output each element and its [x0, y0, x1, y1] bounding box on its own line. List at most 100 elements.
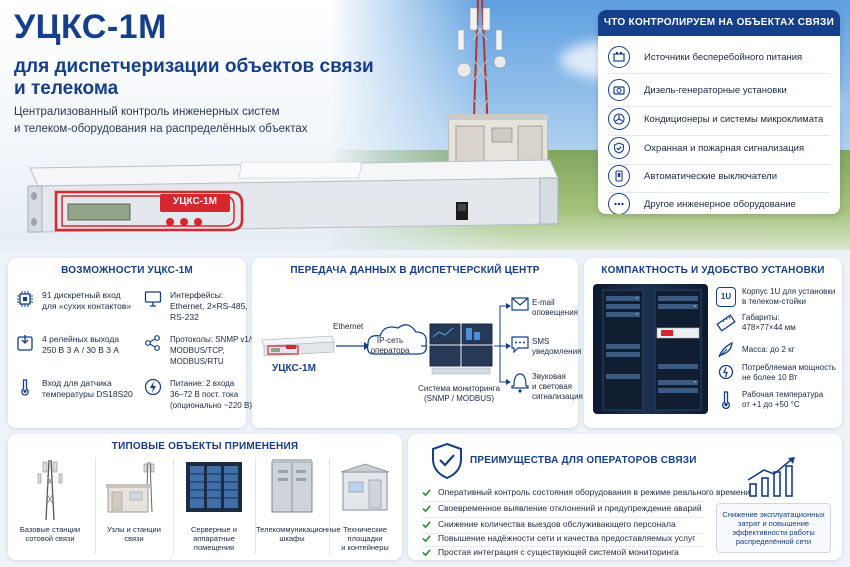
monitoring-panel-header: ЧТО КОНТРОЛИРУЕМ НА ОБЪЕКТАХ СВЯЗИ: [598, 10, 840, 36]
spec-line: Масса: до 2 кг: [742, 345, 795, 354]
thermometer-icon: [21, 379, 29, 396]
tower-icon: [37, 459, 63, 521]
monitoring-item-label: Другое инженерное оборудование: [644, 198, 796, 210]
server-rack-image: [593, 284, 708, 414]
savings-line: распределённой сети: [735, 537, 812, 546]
bulb-icon: [718, 364, 734, 380]
station-icon: [106, 461, 155, 513]
object-label-line: Технические площадки: [343, 525, 387, 543]
ethernet-label: Ethernet: [333, 322, 364, 331]
monitoring-item: Автоматические выключатели: [608, 162, 834, 190]
advantages-title: ПРЕИМУЩЕСТВА ДЛЯ ОПЕРАТОРОВ СВЯЗИ: [470, 455, 697, 466]
shield-check-icon: [608, 137, 630, 159]
check-icon: [422, 488, 431, 496]
object-label-line: Узлы и станции: [107, 525, 161, 534]
capability-line: 4 релейных выхода: [42, 334, 120, 344]
object-label: Телекоммуникационные шкафы: [256, 525, 341, 543]
object-item: Узлы и станции связи: [96, 456, 172, 543]
spec-text: Корпус 1U для установки в телеком-стойки: [742, 287, 835, 307]
spec-line: Потребляемая мощность: [742, 363, 836, 372]
capabilities-title: ВОЗМОЖНОСТИ УЦКС-1М: [61, 265, 193, 276]
divider: [422, 533, 704, 534]
object-item: Технические площадки и контейнеры: [330, 456, 400, 552]
monitoring-item: Источники бесперебойного питания: [608, 43, 834, 71]
advantage-text: Снижение количества выездов обслуживающе…: [438, 519, 676, 529]
monitoring-panel: ЧТО КОНТРОЛИРУЕМ НА ОБЪЕКТАХ СВЯЗИ Источ…: [598, 10, 840, 214]
capability-line: температуры DS18S20: [42, 389, 133, 399]
savings-line: Снижение эксплуатационных: [722, 510, 825, 519]
mail-icon: [511, 297, 529, 311]
channel-line: и световая: [532, 382, 572, 391]
capability-item: Протоколы: SNMP v1/v2c, MODBUS/TCP, MODB…: [144, 334, 266, 367]
ruler-icon: [716, 314, 736, 332]
container-icon: [340, 463, 390, 511]
divider: [329, 458, 330, 554]
monitor-icon: [144, 291, 162, 307]
monitoring-item-label: Кондиционеры и системы микроклимата: [644, 113, 824, 125]
capability-line: 250 В 3 А / 30 В 3 А: [42, 345, 120, 355]
spec-item: Рабочая температура от +1 до +50 °С: [716, 390, 823, 410]
capability-line: 91 дискретный вход: [42, 290, 121, 300]
hero-title: УЦКС-1М: [14, 8, 167, 46]
hero-subtitle-line: для диспетчеризации объектов связи: [14, 56, 374, 77]
object-item: Базовые станции сотовой связи: [14, 456, 86, 543]
system-label: Система мониторинга (SNMP / MODBUS): [404, 384, 514, 404]
power-icon: [144, 378, 162, 396]
divider: [608, 192, 830, 193]
spec-line: не более 10 Вт: [742, 373, 798, 382]
channel-line: Звуковая: [532, 372, 566, 381]
monitoring-item: Охранная и пожарная сигнализация: [608, 134, 834, 162]
capability-line: Интерфейсы:: [170, 290, 224, 300]
object-label-line: помещения: [193, 543, 235, 552]
hero-subtitle-line: и телекома: [14, 78, 119, 99]
capability-text: Питание: 2 входа 36–72 В пост. тока (опц…: [170, 378, 252, 411]
divider: [95, 458, 96, 554]
divider: [422, 517, 704, 518]
check-icon: [422, 504, 431, 512]
capability-text: 91 дискретный вход для «сухих контактов»: [42, 290, 131, 312]
spec-line: в телеком-стойки: [742, 297, 807, 306]
object-label: Серверные и аппаратные помещения: [174, 525, 254, 552]
spec-text: Рабочая температура от +1 до +50 °С: [742, 390, 823, 410]
chip-icon: [17, 291, 33, 307]
breaker-icon: [608, 165, 630, 187]
channel-line: сигнализация: [532, 392, 583, 401]
channel-alarm-label: Звуковая и световая сигнализация: [532, 372, 583, 402]
capability-line: для «сухих контактов»: [42, 301, 132, 311]
channel-line: SMS: [532, 337, 550, 346]
spec-line: Корпус 1U для установки: [742, 287, 836, 296]
divider: [608, 164, 830, 165]
monitoring-item-label: Автоматические выключатели: [644, 170, 778, 182]
device-badge-label: УЦКС-1M: [173, 196, 217, 207]
capability-text: Вход для датчика температуры DS18S20: [42, 378, 133, 400]
device-label: УЦКС-1М: [272, 363, 316, 374]
monitoring-item-label: Источники бесперебойного питания: [644, 51, 803, 63]
advantage-item: Оперативный контроль состояния оборудова…: [422, 487, 750, 497]
spec-item: Потребляемая мощность не более 10 Вт: [716, 363, 836, 383]
object-label-line: Телекоммуникационные: [256, 525, 341, 534]
advantage-text: Простая интеграция с существующей систем…: [438, 547, 679, 557]
cloud-label: IP-сеть оператора: [362, 336, 418, 356]
monitoring-item-label: Охранная и пожарная сигнализация: [644, 142, 805, 154]
dots-icon: [608, 193, 630, 214]
channel-sms-label: SMS уведомления: [532, 337, 581, 357]
capability-line: Ethernet, 2×RS-485,: [170, 301, 248, 311]
spec-text: Потребляемая мощность не более 10 Вт: [742, 363, 836, 383]
object-label-line: сотовой связи: [25, 534, 75, 543]
capability-text: Интерфейсы: Ethernet, 2×RS-485, RS-232: [170, 290, 248, 323]
advantage-item: Повышение надёжности сети и качества пре…: [422, 533, 695, 543]
object-label-line: шкафы: [279, 534, 305, 543]
object-label-line: Серверные и аппаратные: [191, 525, 237, 543]
objects-title: ТИПОВЫЕ ОБЪЕКТЫ ПРИМЕНЕНИЯ: [111, 441, 299, 452]
capability-line: Питание: 2 входа: [170, 379, 235, 388]
divider: [608, 73, 830, 74]
hero-description-line: и телеком-оборудования на распределённых…: [14, 123, 308, 135]
advantage-item: Простая интеграция с существующей систем…: [422, 547, 679, 557]
monitoring-screens-image: [429, 323, 493, 375]
object-label: Базовые станции сотовой связи: [14, 525, 86, 543]
spec-line: от +1 до +50 °С: [742, 400, 800, 409]
spec-line: Габариты:: [742, 313, 780, 322]
spec-item: 1U Корпус 1U для установки в телеком-сто…: [716, 287, 835, 307]
divider: [608, 106, 830, 107]
advantage-item: Снижение количества выездов обслуживающе…: [422, 519, 676, 529]
